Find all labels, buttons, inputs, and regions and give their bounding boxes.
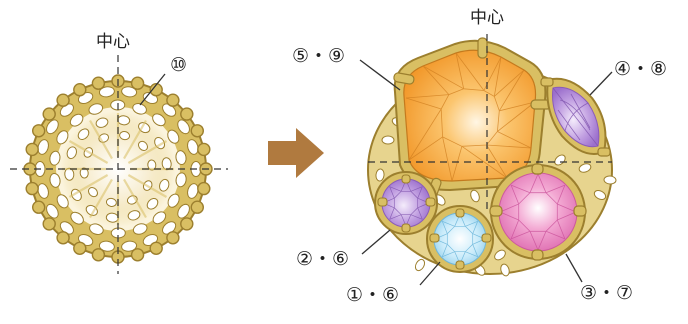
filigree-scallop (181, 218, 193, 230)
light-blue-round-gem (427, 206, 493, 272)
pink-round-gem (490, 164, 586, 260)
arrow-icon (268, 128, 324, 178)
filigree-scallop (198, 143, 210, 155)
label-mid-left: ②・⑥ (296, 250, 349, 269)
filigree-scallop (92, 249, 104, 261)
filigree-scallop (198, 183, 210, 195)
pendant-assembly (368, 38, 616, 277)
filigree-scallop (33, 201, 45, 213)
pendant-filigree-hole (382, 136, 394, 144)
small-purple-round-gem (375, 172, 437, 234)
filigree-scallop (150, 242, 162, 254)
label-top-right: ④・⑧ (614, 60, 667, 79)
pendant-filigree-hole (414, 258, 427, 272)
filigree-scallop (181, 108, 193, 120)
label-bottom-right: ③・⑦ (580, 284, 633, 303)
orange-gem-stone (404, 50, 536, 181)
left-part-number-label: ⑩ (170, 56, 187, 75)
left-center-label: 中心 (96, 34, 130, 51)
filigree-scallop (92, 77, 104, 89)
filigree-scallop (74, 242, 86, 254)
filigree-scallop (132, 249, 144, 261)
leader-bottom-right (566, 254, 582, 282)
leader-mid-left (362, 230, 390, 254)
filigree-scallop (57, 94, 69, 106)
right-center-label: 中心 (470, 10, 504, 27)
filigree-scallop (191, 201, 203, 213)
label-bottom-center: ①・⑥ (346, 286, 399, 305)
filigree-scallop (43, 108, 55, 120)
filigree-scallop (26, 183, 38, 195)
filigree-scallop (167, 232, 179, 244)
filigree-scallop (26, 143, 38, 155)
filigree-scallop (74, 84, 86, 96)
label-top-left: ⑤・⑨ (292, 47, 345, 66)
filigree-scallop (167, 94, 179, 106)
filigree-scallop (33, 125, 45, 137)
filigree-scallop (43, 218, 55, 230)
filigree-scallop (191, 125, 203, 137)
filigree-scallop (57, 232, 69, 244)
pendant-filigree-hole (604, 176, 617, 185)
filigree-scallop (132, 77, 144, 89)
leader-top-right (590, 72, 612, 95)
